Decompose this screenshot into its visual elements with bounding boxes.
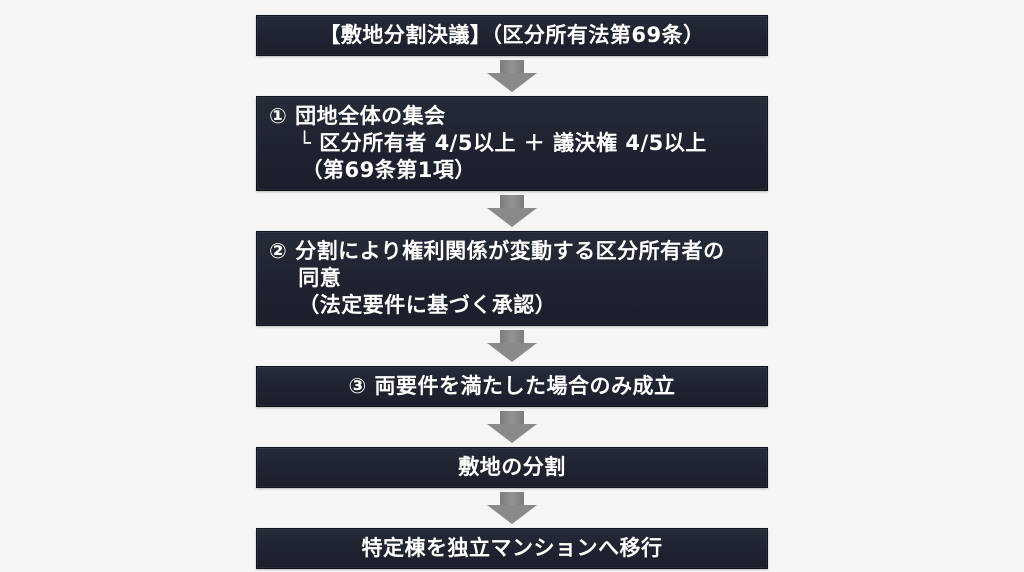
flow-line: （第69条第1項） (269, 158, 476, 182)
arrow-stem (500, 195, 524, 208)
down-arrow-icon (487, 492, 537, 524)
arrow-stem (500, 411, 524, 424)
flow-line: （法定要件に基づく承認） (269, 293, 557, 317)
flow-line: ① 団地全体の集会 (269, 104, 446, 128)
arrow-head (487, 424, 537, 443)
down-arrow-icon (487, 330, 537, 362)
flow-line: ③ 両要件を満たした場合のみ成立 (348, 374, 676, 398)
flow-box-step5: 特定棟を独立マンションへ移行 (256, 528, 768, 569)
flow-line: └ 区分所有者 4/5以上 ＋ 議決権 4/5以上 (269, 131, 707, 155)
flow-box-title: 【敷地分割決議】（区分所有法第69条） (256, 15, 768, 56)
arrow-stem (500, 330, 524, 343)
arrow-head (487, 73, 537, 92)
flow-line: 特定棟を独立マンションへ移行 (361, 536, 663, 560)
arrow-stem (500, 60, 524, 73)
flow-box-step3: ③ 両要件を満たした場合のみ成立 (256, 366, 768, 407)
flowchart: 【敷地分割決議】（区分所有法第69条） ① 団地全体の集会 └ 区分所有者 4/… (256, 0, 768, 569)
arrow-head (487, 505, 537, 524)
arrow-stem (500, 492, 524, 505)
flow-box-step1: ① 団地全体の集会 └ 区分所有者 4/5以上 ＋ 議決権 4/5以上 （第69… (256, 96, 768, 191)
down-arrow-icon (487, 60, 537, 92)
flow-title-text: 【敷地分割決議】（区分所有法第69条） (319, 23, 705, 47)
flow-line: 敷地の分割 (458, 455, 566, 479)
flow-box-step2: ② 分割により権利関係が変動する区分所有者の 同意 （法定要件に基づく承認） (256, 231, 768, 326)
flow-box-step4: 敷地の分割 (256, 447, 768, 488)
arrow-head (487, 343, 537, 362)
arrow-head (487, 208, 537, 227)
down-arrow-icon (487, 411, 537, 443)
down-arrow-icon (487, 195, 537, 227)
flow-line: ② 分割により権利関係が変動する区分所有者の (269, 239, 725, 263)
flow-line: 同意 (269, 266, 342, 290)
